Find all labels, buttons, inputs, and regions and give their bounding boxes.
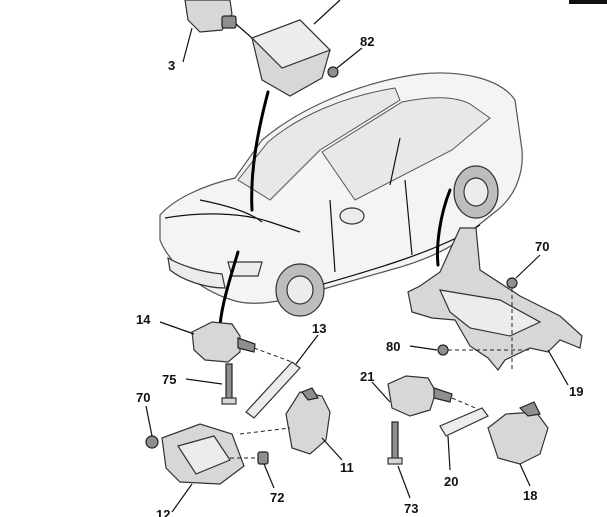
- callout-12: 12: [156, 507, 170, 517]
- leader-3: [182, 27, 193, 63]
- bracket-3: [184, 0, 233, 33]
- car-pillar: [389, 137, 401, 186]
- leader-12: [171, 483, 193, 513]
- sensor-11: [285, 391, 331, 455]
- callout-18: 18: [523, 488, 537, 503]
- connector-lead: [235, 23, 253, 39]
- leader-72: [263, 463, 275, 489]
- callout-13: 13: [312, 321, 326, 336]
- nut-82: [327, 66, 339, 78]
- nut-70-right: [506, 277, 518, 289]
- car-mirror: [339, 207, 365, 225]
- car-wheel-rear-hub: [463, 177, 489, 207]
- callout-72: 72: [270, 490, 284, 505]
- callout-20: 20: [444, 474, 458, 489]
- callout-70-left: 70: [136, 390, 150, 405]
- leader-20: [447, 435, 451, 471]
- callout-73: 73: [404, 501, 418, 516]
- callout-14: 14: [136, 312, 151, 327]
- car-wheel-front-hub: [286, 275, 314, 305]
- car-side-windows: [321, 97, 491, 201]
- leader-70-left: [145, 405, 153, 437]
- sensor-18: [487, 411, 549, 465]
- guide-14: [253, 347, 293, 363]
- car-hood: [164, 213, 301, 233]
- leader-14: [159, 321, 195, 335]
- link-20: [439, 407, 489, 437]
- top-module-group: [182, 0, 363, 212]
- top-right-tab: [569, 0, 607, 4]
- leader-21: [371, 381, 391, 403]
- bracket-12-plate: [177, 435, 231, 475]
- callout-75: 75: [162, 372, 176, 387]
- leader-19: [547, 349, 569, 386]
- callout-3: 3: [168, 58, 175, 73]
- sensor-18-connector: [518, 401, 541, 417]
- nut-70-left: [145, 435, 159, 449]
- leader-module: [313, 0, 341, 25]
- guide-11: [239, 427, 291, 435]
- car-windshield: [237, 87, 401, 201]
- callout-70-right: 70: [535, 239, 549, 254]
- bolt-73: [391, 421, 399, 461]
- car-door-front: [329, 199, 336, 273]
- rear-bracket-group: [407, 227, 583, 386]
- callout-labels: 3 82 70 14 13 80 19 75 21 70 11 20 18 12…: [136, 34, 583, 517]
- car-grille: [167, 256, 226, 289]
- leader-75: [185, 378, 223, 385]
- bolt-72: [257, 451, 269, 465]
- car-hood-crease: [199, 199, 263, 223]
- connector-3: [221, 15, 237, 29]
- leader-13: [295, 334, 319, 365]
- leader-80: [409, 345, 438, 351]
- bracket-19-plate: [438, 289, 542, 337]
- front-sensor-group: [145, 321, 343, 513]
- nut-80: [437, 344, 449, 356]
- car-door-rear: [404, 179, 413, 256]
- callout-19: 19: [569, 384, 583, 399]
- sensor-14-shaft: [237, 337, 256, 353]
- guide-21: [451, 397, 481, 411]
- bolt-73-head: [387, 457, 403, 465]
- link-rod-13: [245, 361, 301, 419]
- callout-21: 21: [360, 369, 374, 384]
- sensor-14: [191, 321, 241, 363]
- sensor-21-shaft: [433, 387, 453, 403]
- cable-rear: [436, 188, 452, 267]
- leader-70-right: [515, 254, 541, 279]
- cable-front: [218, 250, 240, 327]
- cable-top: [250, 90, 270, 212]
- sensor-21: [387, 375, 437, 417]
- callout-11: 11: [340, 460, 354, 475]
- leader-11: [321, 437, 343, 461]
- control-module-top: [250, 19, 332, 69]
- callout-80: 80: [386, 339, 400, 354]
- sensor-11-connector: [301, 387, 319, 401]
- callout-82: 82: [360, 34, 374, 49]
- bolt-75: [225, 363, 233, 401]
- bolt-75-head: [221, 397, 237, 405]
- leader-18: [519, 463, 531, 487]
- rear-sensor-group: [371, 375, 549, 499]
- leader-82: [336, 47, 363, 69]
- leader-73: [397, 465, 411, 499]
